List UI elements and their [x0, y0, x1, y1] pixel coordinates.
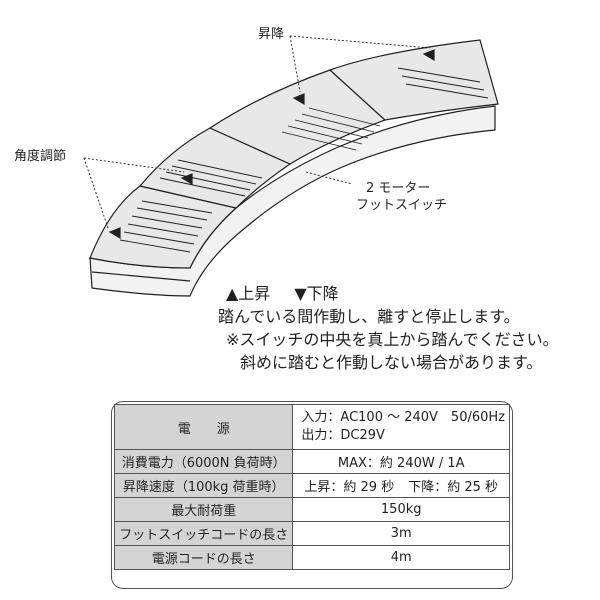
- power-label: 電 源: [113, 404, 294, 450]
- row-label: 消費電力（6000N 負荷時）: [113, 449, 294, 474]
- note-line-1: 踏んでいる間作動し、離すと停止します。: [218, 307, 520, 326]
- pedal-lift-up: [328, 39, 499, 121]
- row-label: 電源コードの長さ: [113, 545, 294, 570]
- row-label: 昇降速度（100kg 荷重時）: [113, 473, 294, 498]
- table-row: 消費電力（6000N 負荷時） MAX：約 240W / 1A: [113, 449, 510, 474]
- note-line-2: ※スイッチの中央を真上から踏んでください。: [226, 330, 559, 349]
- callout-lift: 昇降: [258, 27, 285, 42]
- row-label: 最大耐荷重: [113, 497, 294, 522]
- legend: ▲上昇 ▼下降: [226, 282, 596, 305]
- table-row: 電源コードの長さ 4m: [113, 545, 510, 570]
- row-value: 上昇：約 29 秒下降：約 25 秒: [292, 473, 510, 498]
- callout-switch-line1: 2 モーター: [366, 181, 431, 196]
- callout-switch: 2 モーター フットスイッチ: [356, 180, 447, 214]
- row-label: フットスイッチコードの長さ: [113, 521, 294, 546]
- table-row-power: 電 源 入力：AC100 ～ 240V 50/60Hz 出力：DC29V: [113, 404, 510, 450]
- table-row: 最大耐荷重 150kg: [113, 497, 510, 522]
- legend-down: ▼下降: [294, 284, 339, 303]
- callout-switch-line2: フットスイッチ: [356, 198, 448, 213]
- table-row: 昇降速度（100kg 荷重時） 上昇：約 29 秒下降：約 25 秒: [113, 473, 510, 498]
- spec-table: 電 源 入力：AC100 ～ 240V 50/60Hz 出力：DC29V 消費電…: [113, 404, 510, 570]
- power-value: 入力：AC100 ～ 240V 50/60Hz 出力：DC29V: [292, 404, 510, 450]
- table-row: フットスイッチコードの長さ 3m: [113, 521, 510, 546]
- pedal-angle-down: [89, 185, 238, 269]
- power-output: 出力：DC29V: [301, 428, 385, 443]
- note-line-3: 斜めに踏むと作動しない場合があります。: [240, 353, 543, 372]
- usage-notes: ▲上昇 ▼下降 踏んでいる間作動し、離すと停止します。 ※スイッチの中央を真上から…: [218, 282, 596, 374]
- speed-up: 上昇：約 29 秒: [304, 480, 395, 495]
- row-value: 3m: [292, 521, 510, 546]
- row-value: 4m: [292, 545, 510, 570]
- power-input: 入力：AC100 ～ 240V 50/60Hz: [301, 410, 505, 425]
- callout-angle: 角度調節: [14, 149, 67, 164]
- speed-down: 下降：約 25 秒: [408, 480, 499, 495]
- legend-up: ▲上昇: [226, 284, 271, 303]
- foot-switch-illustration: [83, 35, 499, 297]
- row-value: 150kg: [292, 497, 510, 522]
- row-value: MAX：約 240W / 1A: [292, 449, 510, 474]
